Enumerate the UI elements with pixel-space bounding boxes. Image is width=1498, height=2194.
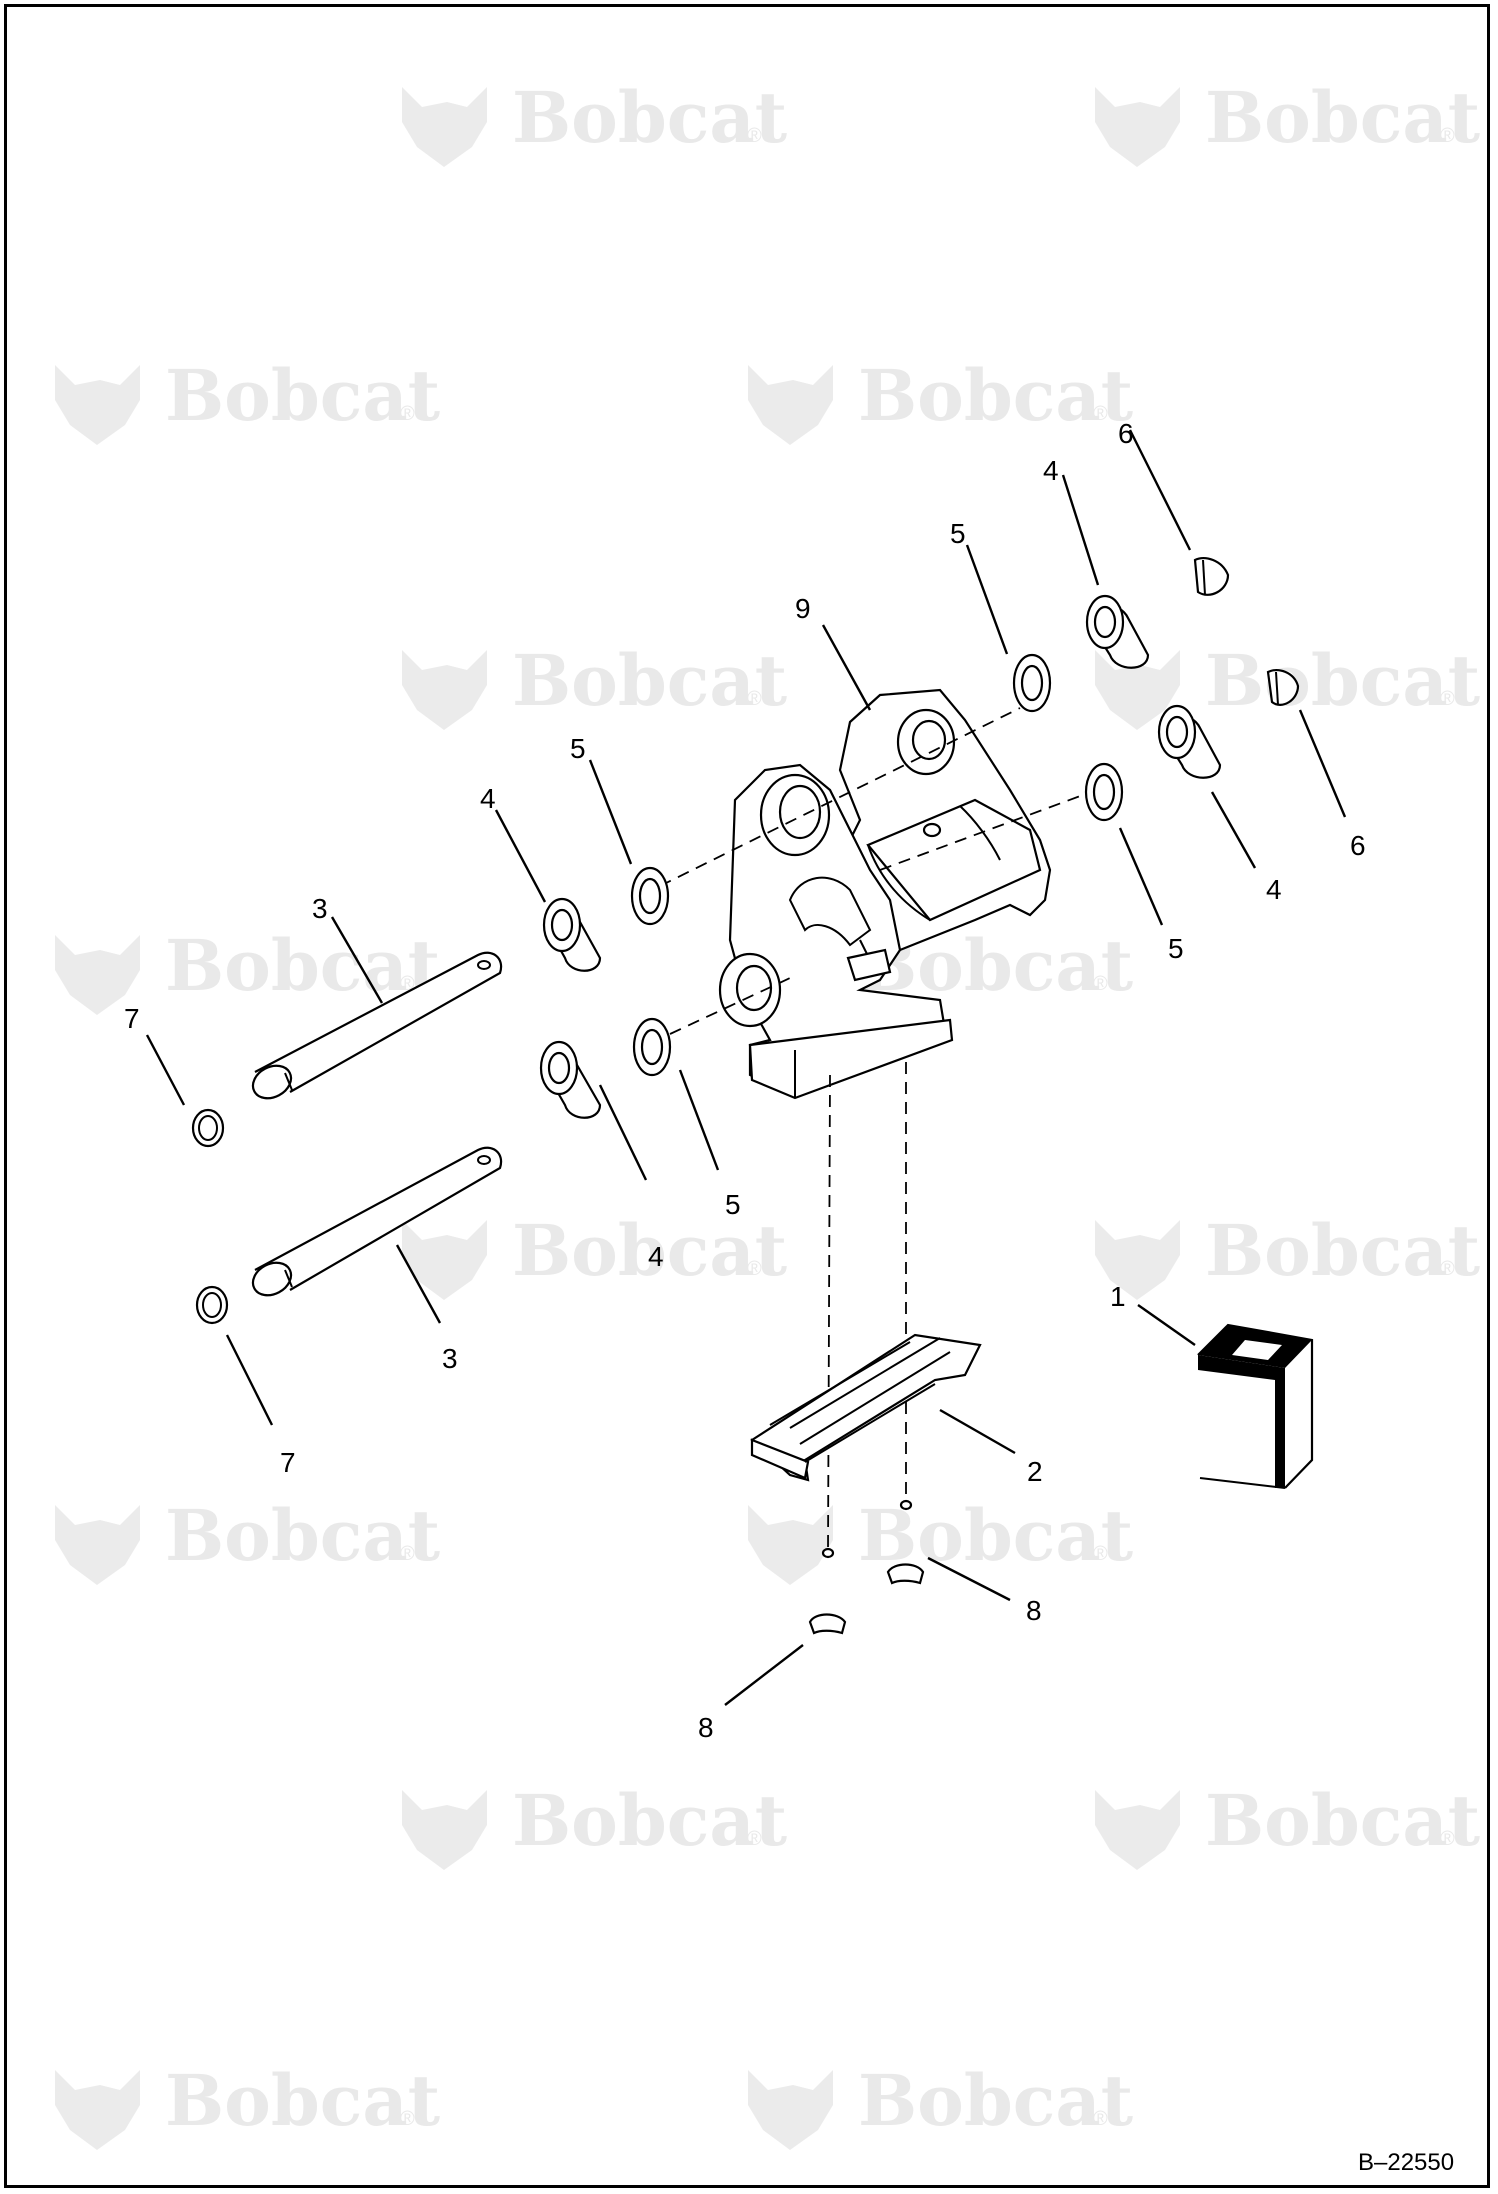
watermark-registered-mark: ® bbox=[1093, 1543, 1108, 1565]
watermark-tile: Bobcat® bbox=[402, 639, 787, 730]
callout-7-upper: 7 bbox=[124, 1003, 140, 1034]
bobcat-logo-icon bbox=[748, 365, 833, 445]
watermark-tile: Bobcat® bbox=[1095, 639, 1480, 730]
callout-1-decal: 1 bbox=[1110, 1281, 1126, 1312]
callout-4-right-lower: 4 bbox=[1266, 874, 1282, 905]
callout-4-left-upper: 4 bbox=[480, 783, 496, 814]
part-5-washers bbox=[630, 653, 1124, 1077]
watermark-brand-text: Bobcat bbox=[858, 2059, 1133, 2142]
callout-8-right: 8 bbox=[1026, 1595, 1042, 1626]
watermark-tile: Bobcat® bbox=[748, 1494, 1133, 1585]
bobcat-logo-icon bbox=[1095, 1220, 1180, 1300]
bobcat-logo-icon bbox=[55, 2070, 140, 2150]
watermark-brand-text: Bobcat bbox=[512, 1209, 787, 1292]
part-4-bushings bbox=[539, 594, 1222, 1119]
bobcat-logo-icon bbox=[402, 650, 487, 730]
callout-3-upper: 3 bbox=[312, 893, 328, 924]
watermark-brand-text: Bobcat bbox=[165, 924, 440, 1007]
watermark-registered-mark: ® bbox=[747, 125, 762, 147]
watermark-tile: Bobcat® bbox=[55, 2059, 440, 2150]
watermark-registered-mark: ® bbox=[1440, 1828, 1455, 1850]
watermark-brand-text: Bobcat bbox=[1205, 1779, 1480, 1862]
watermark-tile: Bobcat® bbox=[748, 354, 1133, 445]
watermark-brand-text: Bobcat bbox=[1205, 76, 1480, 159]
watermark-registered-mark: ® bbox=[747, 1828, 762, 1850]
watermark-tile: Bobcat® bbox=[402, 76, 787, 167]
bobcat-logo-icon bbox=[1095, 650, 1180, 730]
bobcat-logo-icon bbox=[1095, 87, 1180, 167]
callout-4-right-upper: 4 bbox=[1043, 455, 1059, 486]
watermark-registered-mark: ® bbox=[400, 2108, 415, 2130]
bobcat-logo-icon bbox=[402, 1790, 487, 1870]
leader-lines bbox=[145, 429, 1347, 1706]
centerline-group bbox=[659, 707, 1111, 1553]
bobcat-logo-icon bbox=[748, 1505, 833, 1585]
bobcat-logo-icon bbox=[402, 1220, 487, 1300]
part-8-fasteners bbox=[808, 1499, 925, 1635]
part-2-slider-pad bbox=[750, 1333, 982, 1482]
callout-6-upper: 6 bbox=[1118, 418, 1134, 449]
watermark-tile: Bobcat® bbox=[1095, 1209, 1480, 1300]
watermark-brand-text: Bobcat bbox=[512, 1779, 787, 1862]
watermark-brand-text: Bobcat bbox=[858, 354, 1133, 437]
watermark-registered-mark: ® bbox=[1093, 973, 1108, 995]
part-1-decal bbox=[1197, 1323, 1314, 1489]
part-7-snap-rings bbox=[191, 1108, 229, 1325]
callout-7-lower: 7 bbox=[280, 1447, 296, 1478]
bobcat-logo-icon bbox=[55, 1505, 140, 1585]
drawing-frame bbox=[4, 4, 1490, 2188]
bobcat-logo-icon bbox=[402, 87, 487, 167]
watermark-registered-mark: ® bbox=[400, 1543, 415, 1565]
watermark-registered-mark: ® bbox=[1440, 125, 1455, 147]
callout-5-right-lower: 5 bbox=[1168, 933, 1184, 964]
part-3-pins bbox=[251, 951, 503, 1297]
callout-3-lower: 3 bbox=[442, 1343, 458, 1374]
watermark-tile: Bobcat® bbox=[55, 1494, 440, 1585]
watermark-tile: Bobcat® bbox=[1095, 76, 1480, 167]
watermark-layer: Bobcat®Bobcat®Bobcat®Bobcat®Bobcat®Bobca… bbox=[55, 76, 1480, 2150]
watermark-brand-text: Bobcat bbox=[1205, 1209, 1480, 1292]
watermark-brand-text: Bobcat bbox=[165, 2059, 440, 2142]
watermark-registered-mark: ® bbox=[1093, 2108, 1108, 2130]
callout-2-slider: 2 bbox=[1027, 1456, 1043, 1487]
callout-5-left-lower: 5 bbox=[725, 1189, 741, 1220]
watermark-tile: Bobcat® bbox=[55, 354, 440, 445]
bobcat-logo-icon bbox=[748, 2070, 833, 2150]
watermark-brand-text: Bobcat bbox=[165, 1494, 440, 1577]
watermark-tile: Bobcat® bbox=[748, 2059, 1133, 2150]
callout-9-bracket: 9 bbox=[795, 593, 811, 624]
callout-8-left: 8 bbox=[698, 1712, 714, 1743]
watermark-tile: Bobcat® bbox=[402, 1209, 787, 1300]
watermark-brand-text: Bobcat bbox=[512, 76, 787, 159]
watermark-tile: Bobcat® bbox=[1095, 1779, 1480, 1870]
watermark-registered-mark: ® bbox=[747, 688, 762, 710]
bobcat-logo-icon bbox=[55, 935, 140, 1015]
callout-5-right-upper: 5 bbox=[950, 518, 966, 549]
watermark-brand-text: Bobcat bbox=[1205, 639, 1480, 722]
drawing-reference-code: B–22550 bbox=[1358, 2149, 1454, 2176]
watermark-registered-mark: ® bbox=[1093, 403, 1108, 425]
callout-4-left-lower: 4 bbox=[648, 1241, 664, 1272]
watermark-tile: Bobcat® bbox=[402, 1779, 787, 1870]
watermark-registered-mark: ® bbox=[1440, 1258, 1455, 1280]
watermark-registered-mark: ® bbox=[400, 403, 415, 425]
callout-6-lower: 6 bbox=[1350, 830, 1366, 861]
part-6-caps bbox=[1193, 557, 1300, 706]
watermark-registered-mark: ® bbox=[1440, 688, 1455, 710]
callout-labels: 3 3 7 7 4 4 5 5 9 5 4 6 6 4 5 1 2 8 8 bbox=[124, 418, 1366, 1743]
watermark-brand-text: Bobcat bbox=[165, 354, 440, 437]
watermark-registered-mark: ® bbox=[747, 1258, 762, 1280]
watermark-brand-text: Bobcat bbox=[512, 639, 787, 722]
bobcat-logo-icon bbox=[1095, 1790, 1180, 1870]
part-9-mount-bracket bbox=[718, 688, 1052, 1100]
callout-5-left-upper: 5 bbox=[570, 733, 586, 764]
bobcat-logo-icon bbox=[55, 365, 140, 445]
